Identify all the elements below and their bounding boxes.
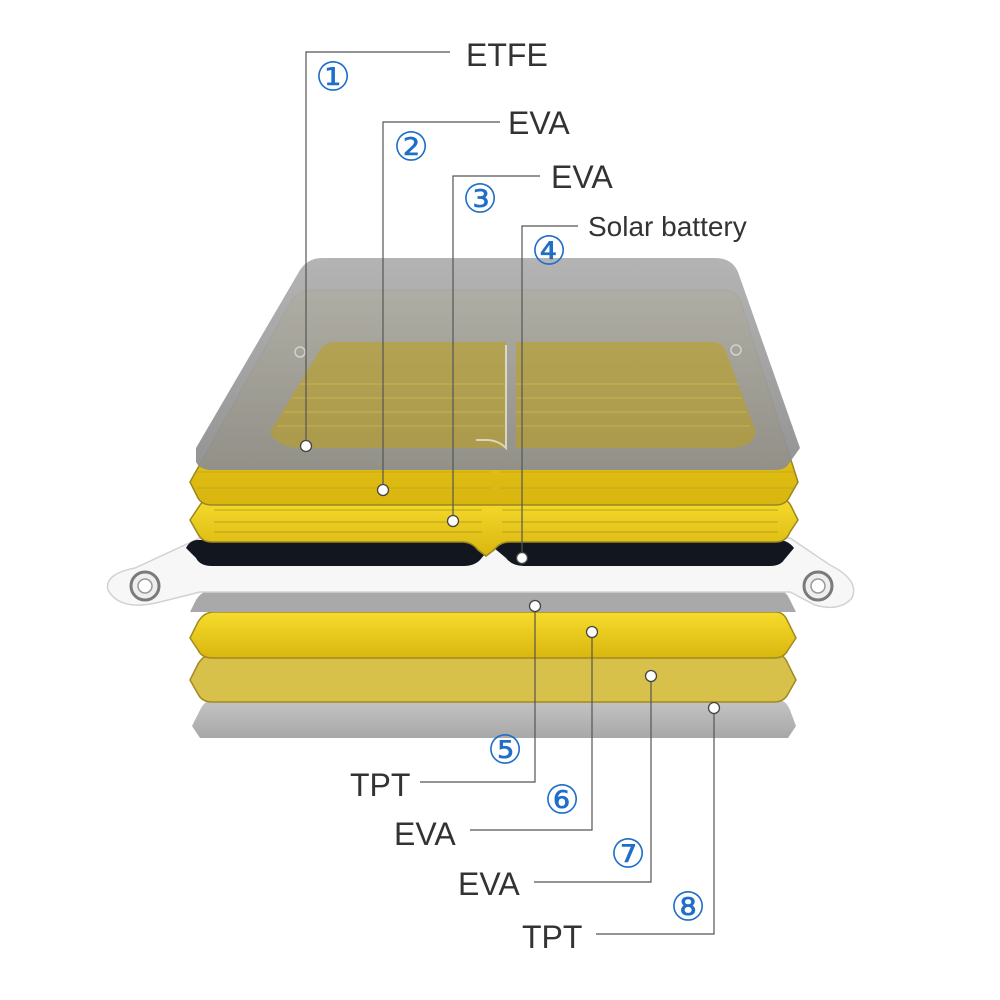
number-layer-6: ⑥	[544, 779, 580, 823]
number-layer-2: ②	[393, 126, 429, 170]
label-layer-2: EVA	[508, 105, 570, 141]
anchor-dot-5	[528, 599, 542, 613]
anchor-dot-8	[707, 701, 721, 715]
label-layer-5: TPT	[350, 767, 410, 803]
anchor-dot-7	[644, 669, 658, 683]
cell-outline-right	[516, 342, 756, 448]
anchor-dot-2	[376, 483, 390, 497]
eyelet-left	[129, 570, 161, 602]
layer-4-solar-battery	[186, 540, 794, 566]
eyelet-right	[802, 570, 834, 602]
leader-line-3	[452, 175, 540, 521]
anchor-dot-3	[446, 514, 460, 528]
number-layer-7: ⑦	[610, 833, 646, 877]
cell-outline-left	[270, 342, 507, 451]
layer-1-etfe	[196, 258, 800, 470]
layer-labels: ETFE EVA EVA Solar battery TPT EVA EVA T…	[350, 37, 747, 955]
layer-6-eva	[189, 611, 797, 659]
leader-lines	[305, 51, 715, 935]
leader-line-8	[596, 708, 715, 935]
number-layer-5: ⑤	[487, 729, 523, 773]
label-layer-6: EVA	[394, 816, 456, 852]
number-layer-8: ⑧	[670, 886, 706, 930]
layer-7-eva	[189, 653, 797, 703]
layer-numbers: ① ② ③ ④ ⑤ ⑥ ⑦ ⑧	[315, 56, 706, 930]
layer-5-tpt	[190, 590, 796, 612]
label-layer-3: EVA	[551, 159, 613, 195]
label-layer-8: TPT	[522, 919, 582, 955]
number-layer-3: ③	[462, 178, 498, 222]
anchor-dots	[299, 439, 721, 715]
leader-line-5	[420, 606, 536, 783]
leader-line-7	[534, 676, 652, 883]
label-layer-7: EVA	[458, 866, 520, 902]
layer-8-tpt	[192, 700, 796, 738]
number-layer-4: ④	[531, 230, 567, 274]
leader-line-6	[470, 632, 593, 831]
leader-line-4	[521, 225, 578, 558]
number-layer-1: ①	[315, 56, 351, 100]
label-layer-4: Solar battery	[588, 211, 747, 242]
leader-line-1	[305, 51, 450, 446]
leader-line-2	[382, 121, 500, 490]
anchor-dot-1	[299, 439, 313, 453]
anchor-dot-6	[585, 625, 599, 639]
label-layer-1: ETFE	[466, 37, 548, 73]
anchor-dot-4	[515, 551, 529, 565]
